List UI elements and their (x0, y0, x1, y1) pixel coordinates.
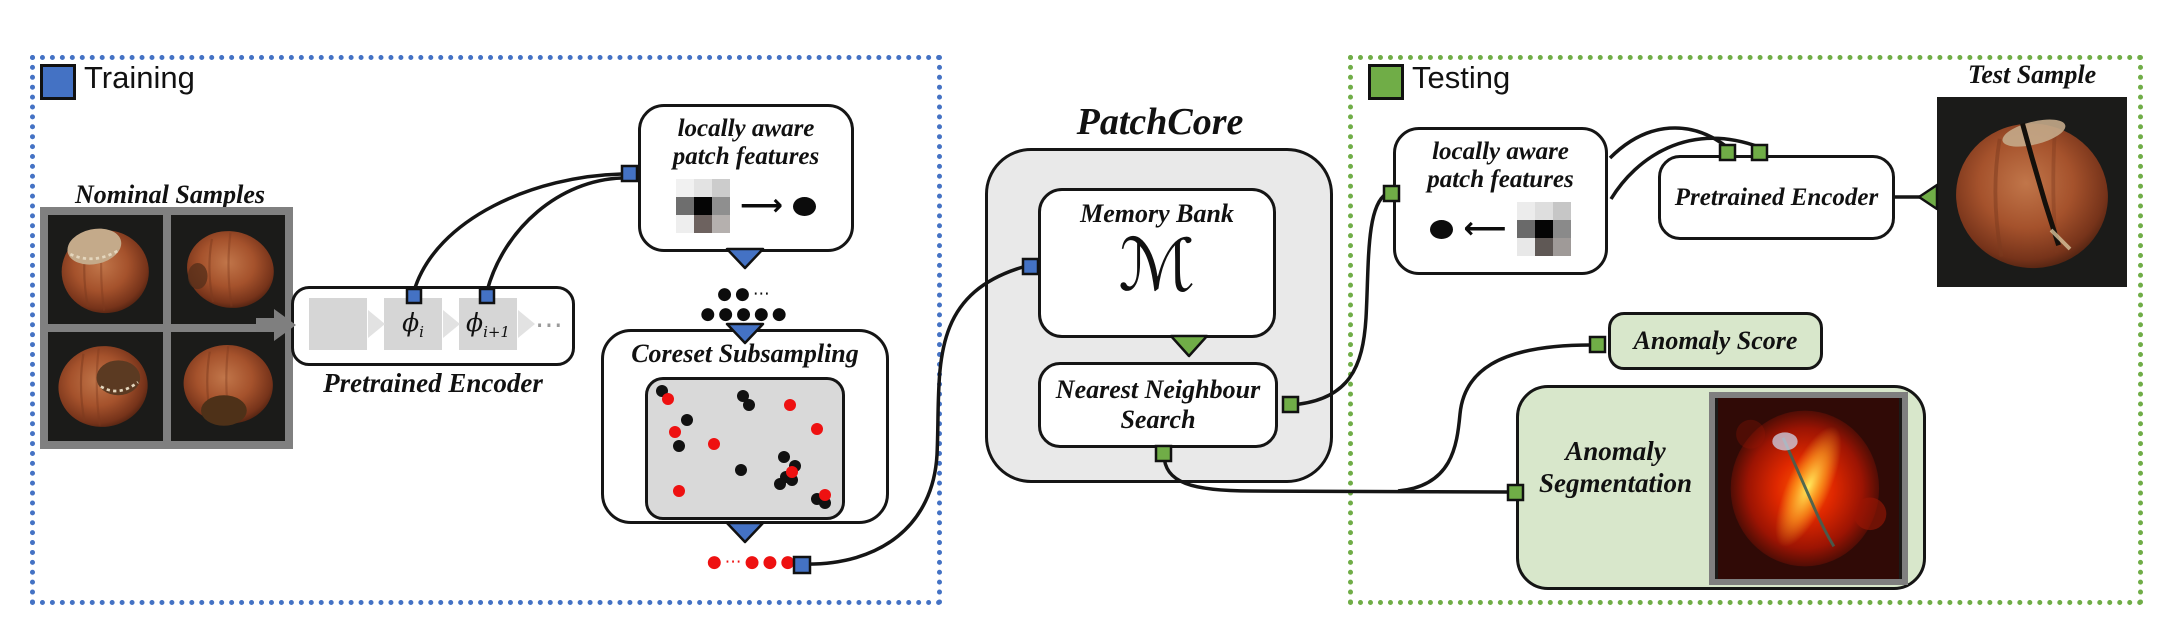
patch-cell (1552, 202, 1571, 220)
training-legend-swatch (40, 64, 76, 100)
patch-grid-training (675, 179, 730, 233)
patch-features-dots-row: ●●⋯●●●●● (700, 284, 790, 324)
patch-cell (675, 197, 694, 215)
coreset-dot-black (742, 398, 755, 411)
patchcore-title: PatchCore (1076, 101, 1244, 143)
patch-cell (675, 215, 694, 233)
coreset-dot-black (773, 478, 786, 491)
testing-legend-label: Testing (1412, 60, 1511, 95)
coreset-dot-red (810, 423, 823, 436)
anomaly-score-label: Anomaly Score (1633, 326, 1798, 355)
coreset-dot-black (735, 464, 748, 477)
patch-features-label-training: locally aware patch features (672, 115, 820, 170)
coreset-dots-row: ●⋯●●● (706, 552, 799, 572)
patch-cell (711, 215, 730, 233)
nearest-neighbour-search-box: Nearest Neighbour Search (1038, 362, 1278, 448)
right-arrow-icon: ⟶ (739, 188, 783, 223)
anomaly-heatmap-image (1709, 392, 1908, 585)
encoder-layer-block-phi-i: ϕi (384, 298, 442, 350)
patch-cell (1516, 238, 1535, 256)
anomaly-score-box: Anomaly Score (1608, 312, 1823, 370)
phi-i-label: ϕi (402, 307, 424, 341)
nominal-samples-grid (40, 207, 293, 449)
patch-features-box-testing: locally aware patch features ⟵ (1393, 127, 1608, 275)
coreset-subsampling-label: Coreset Subsampling (631, 339, 859, 368)
encoder-layer-block (309, 298, 367, 350)
nominal-sample-image (170, 332, 285, 441)
coreset-dot-red (662, 393, 675, 406)
patch-cell (693, 215, 712, 233)
patch-cell (1516, 220, 1535, 238)
feature-dot-icon (1430, 219, 1454, 239)
patch-cell (1552, 220, 1571, 238)
patch-cell (1534, 220, 1553, 238)
patch-grid-testing (1516, 202, 1571, 256)
nominal-sample-image (48, 215, 163, 324)
feature-dot-icon (793, 196, 816, 216)
left-arrow-icon: ⟵ (1463, 211, 1507, 246)
nearest-neighbour-search-label: Nearest Neighbour Search (1055, 375, 1261, 434)
nominal-samples-label: Nominal Samples (75, 180, 265, 209)
patch-cell (693, 197, 712, 215)
memory-bank-symbol: ℳ (1118, 223, 1196, 307)
coreset-dot-red (669, 426, 682, 439)
phi-i1-label: ϕi+1 (466, 307, 510, 341)
memory-bank-box: Memory Bank ℳ (1038, 188, 1276, 338)
nominal-sample-image (170, 215, 285, 324)
patch-features-label-testing: locally aware patch features (1427, 138, 1574, 193)
encoder-layer-block-phi-i1: ϕi+1 (459, 298, 517, 350)
memory-bank-label: Memory Bank (1080, 199, 1234, 228)
nominal-sample-image (48, 332, 163, 441)
coreset-dot-black (680, 413, 693, 426)
patch-cell (1516, 202, 1535, 220)
anomaly-segmentation-label: Anomaly Segmentation (1538, 436, 1693, 499)
patch-cell (1534, 202, 1553, 220)
patch-features-box-training: locally aware patch features ⟶ (638, 104, 854, 252)
test-sample-label: Test Sample (1967, 60, 2097, 89)
coreset-dot-black (673, 439, 686, 452)
test-sample-image (1937, 97, 2127, 287)
coreset-dot-red (783, 398, 796, 411)
encoder-flow-arrow-icon (518, 310, 535, 338)
encoder-flow-arrow-icon (368, 310, 385, 338)
pretrained-encoder-box-testing: Pretrained Encoder (1658, 155, 1895, 240)
coreset-dot-red (785, 465, 798, 478)
patch-cell (1552, 238, 1571, 256)
pretrained-encoder-label: Pretrained Encoder (323, 368, 543, 398)
coreset-scatter-panel (645, 377, 845, 520)
pretrained-encoder-label-testing: Pretrained Encoder (1674, 183, 1879, 211)
patch-cell (711, 179, 730, 197)
coreset-dot-red (818, 489, 831, 502)
encoder-flow-arrow-icon (443, 310, 460, 338)
training-legend-label: Training (84, 60, 195, 95)
coreset-dot-red (673, 484, 686, 497)
patch-cell (711, 197, 730, 215)
encoder-ellipsis: ⋯ (535, 308, 563, 341)
patch-cell (675, 179, 694, 197)
patch-cell (693, 179, 712, 197)
testing-legend-swatch (1368, 64, 1404, 100)
coreset-dot-black (777, 450, 790, 463)
coreset-dot-red (707, 438, 720, 451)
patch-cell (1534, 238, 1553, 256)
